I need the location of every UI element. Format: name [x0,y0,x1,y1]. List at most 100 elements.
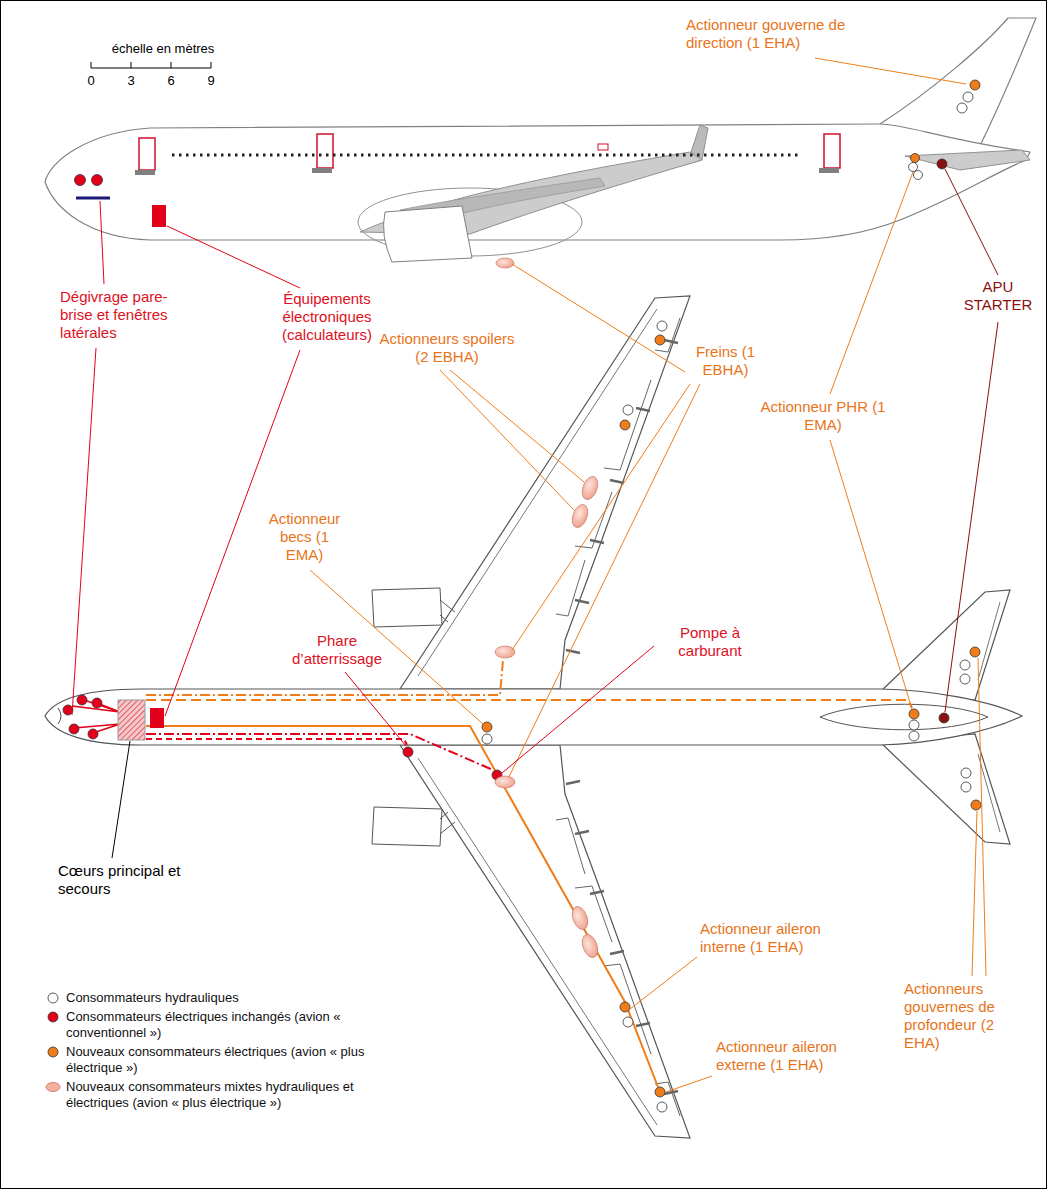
top-view-consumers [482,722,492,732]
side-view-aircraft [824,134,840,168]
scale-number: 6 [165,72,177,90]
wing-half [440,600,455,622]
top-view-consumers [92,698,102,708]
top-view-consumers [118,700,145,740]
top-view-consumers [961,782,971,792]
scale-number: 0 [85,72,97,90]
wing-half [372,296,1010,700]
leader-lines [440,370,584,510]
leader-lines [509,264,700,777]
leader-lines [72,58,998,1092]
top-view-consumers [620,420,630,430]
side-view-aircraft [45,124,1030,240]
top-view-consumers [657,321,667,331]
top-view-consumers [150,708,164,728]
actuator-label: Actionneur PHR (1 EMA) [758,398,888,434]
leader-lines [630,957,697,1009]
top-view-consumers [909,709,919,719]
legend-text: Consommateurs électriques inchangés (avi… [66,1009,384,1041]
top-view-consumers [960,660,970,670]
top-view-consumers [620,1002,630,1012]
leader-lines [502,646,654,773]
top-view-consumers [579,474,600,501]
legend-swatch-box [44,1010,62,1024]
top-view-consumers [970,647,980,657]
component-label: Équipements électroniques (calculateurs) [262,290,392,344]
leader-lines [112,741,130,858]
side-view-aircraft [172,154,800,157]
legend-row: Consommateurs électriques inchangés (avi… [44,1009,384,1041]
leader-lines [165,226,300,716]
legend-text: Consommateurs hydrauliques [66,990,239,1006]
top-view-consumers [961,768,971,778]
side-view-aircraft [384,206,472,262]
wing-half [880,590,1010,700]
legend-swatch [48,1012,58,1022]
leader-lines [112,741,130,858]
legend-swatch-box [44,991,62,1005]
top-view-consumers [482,734,492,744]
power-wires [146,739,407,745]
scale-number: 9 [205,72,217,90]
top-view-consumers [77,695,87,705]
scale-title: échelle en mètres [98,40,228,58]
leader-lines [310,58,986,1092]
side-view-aircraft [45,18,1036,268]
component-label: Phare d’atterrissage [282,632,392,668]
component-label: Cœurs principal et secours [58,862,183,898]
side-view-aircraft [963,92,973,102]
leader-lines [815,58,966,84]
power-wires [146,726,658,1087]
top-view-consumers [971,800,981,810]
actuator-label: Actionneur becs (1 EMA) [262,510,347,564]
scale-bar [131,62,132,68]
power-wires [146,734,493,770]
actuator-label: Actionneur aileron externe (1 EHA) [716,1038,841,1074]
wing-half [372,588,442,627]
scale-bar [91,62,92,68]
top-view-consumers [655,1087,665,1097]
top-view-consumers [939,713,949,723]
actuator-label: Freins (1 EBHA) [678,343,773,379]
side-view-aircraft [312,168,332,173]
legend-row: Consommateurs hydrauliques [44,990,384,1006]
actuator-label: Actionneur gouverne de direction (1 EHA) [686,16,886,52]
actuator-label: Actionneurs gouvernes de profondeur (2 E… [904,980,1019,1052]
legend-row: Nouveaux consommateurs mixtes hydrauliqu… [44,1079,384,1111]
side-view-aircraft [92,175,103,186]
leader-lines [945,169,998,712]
legend-swatch-box [44,1080,62,1094]
top-view-consumers [495,776,515,788]
top-view-consumers [623,405,633,415]
legend: Consommateurs hydrauliquesConsommateurs … [44,990,384,1111]
legend-swatch [48,1047,58,1057]
top-view-fuselage [45,689,1022,745]
leader-lines [666,1076,712,1092]
top-view-consumers [655,335,665,345]
top-view-fuselage [45,689,1022,745]
top-view-consumers [909,720,919,730]
actuator-label: Actionneurs spoilers (2 EBHA) [372,330,522,366]
component-label: APU STARTER [958,278,1038,314]
top-view-consumers [909,731,919,741]
legend-row: Nouveaux consommateurs électriques (avio… [44,1044,384,1076]
scale-bar [211,62,212,68]
side-view-aircraft [914,171,923,180]
side-view-aircraft [75,175,86,186]
top-view-consumers [69,724,79,734]
side-view-aircraft [911,154,920,163]
top-view-consumers [63,705,73,715]
top-view-consumers [63,321,981,1112]
leader-lines [72,201,654,773]
scale-bar [91,68,211,69]
component-label: Pompe à carburant [654,624,766,660]
wing-half-mirror [372,734,1010,1138]
top-view-consumers [623,1017,633,1027]
component-label: Dégivrage pare-brise et fenêtres latéral… [60,288,185,342]
top-view-consumers [657,1102,667,1112]
legend-text: Nouveaux consommateurs mixtes hydrauliqu… [66,1079,384,1111]
side-view-aircraft [970,80,980,90]
top-view-consumers [579,932,600,959]
